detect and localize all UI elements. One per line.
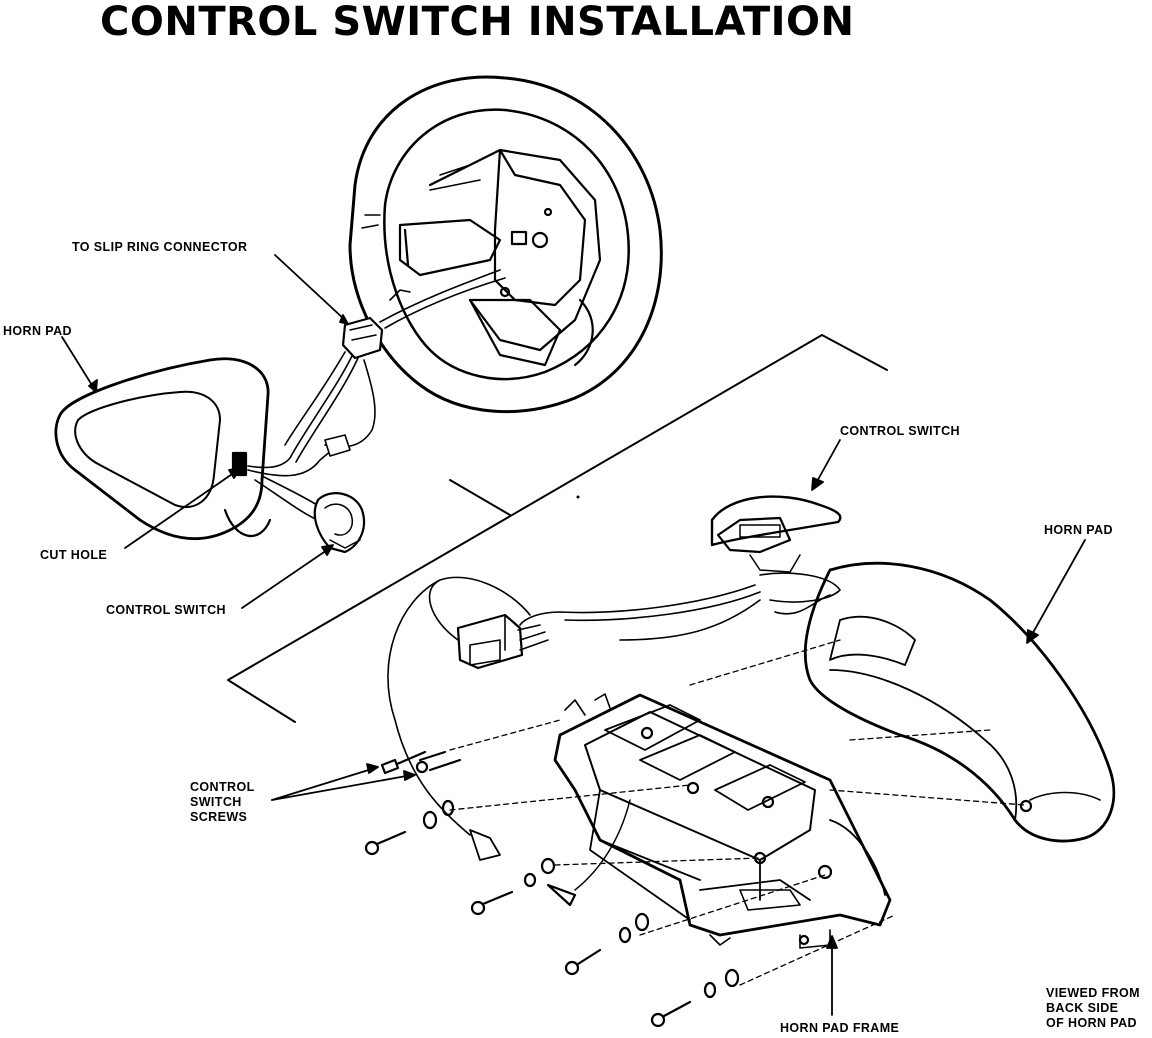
label-cut-hole: CUT HOLE (40, 548, 108, 562)
screw-set-2 (470, 857, 577, 916)
label-control-switch-left: CONTROL SWITCH (106, 603, 226, 617)
alignment-lines (449, 639, 1026, 986)
label-horn-pad-right: HORN PAD (1044, 523, 1113, 537)
label-horn-pad-left: HORN PAD (3, 324, 72, 338)
screw-set-3 (564, 912, 650, 976)
horn-pad-right (803, 561, 1116, 843)
slip-ring-connector (341, 316, 384, 360)
label-viewed-line1: VIEWED FROM (1046, 986, 1140, 1000)
screw-set-4 (650, 968, 740, 1028)
pad-wiring (247, 351, 376, 521)
label-viewed-line2: BACK SIDE (1046, 1001, 1119, 1015)
control-switch-screws (380, 750, 462, 775)
label-slip-ring-connector: TO SLIP RING CONNECTOR (72, 240, 248, 254)
label-screws-line1: CONTROL (190, 780, 255, 794)
label-viewed-line3: OF HORN PAD (1046, 1016, 1137, 1030)
control-switch-left (313, 492, 366, 554)
page-title: CONTROL SWITCH INSTALLATION (100, 0, 855, 45)
wheel-wiring (379, 269, 506, 329)
label-control-switch-screws: CONTROL SWITCH SCREWS (190, 780, 255, 825)
label-control-switch-right: CONTROL SWITCH (840, 424, 960, 438)
horn-pad-frame (553, 693, 892, 949)
label-screws-line2: SWITCH (190, 795, 242, 809)
horn-connector-plug (456, 613, 549, 670)
horn-pad-left (54, 357, 272, 541)
label-horn-pad-frame: HORN PAD FRAME (780, 1021, 900, 1035)
switch-wiring-right (519, 572, 841, 641)
separator-line (227, 334, 888, 723)
label-screws-line3: SCREWS (190, 810, 248, 824)
control-switch-right (710, 495, 842, 573)
leader-lines (61, 254, 1086, 1016)
steering-wheel (348, 75, 663, 414)
label-viewed-from-back: VIEWED FROM BACK SIDE OF HORN PAD (1046, 986, 1140, 1031)
screw-set-1 (364, 799, 455, 856)
ground-wire-loop (387, 576, 531, 836)
